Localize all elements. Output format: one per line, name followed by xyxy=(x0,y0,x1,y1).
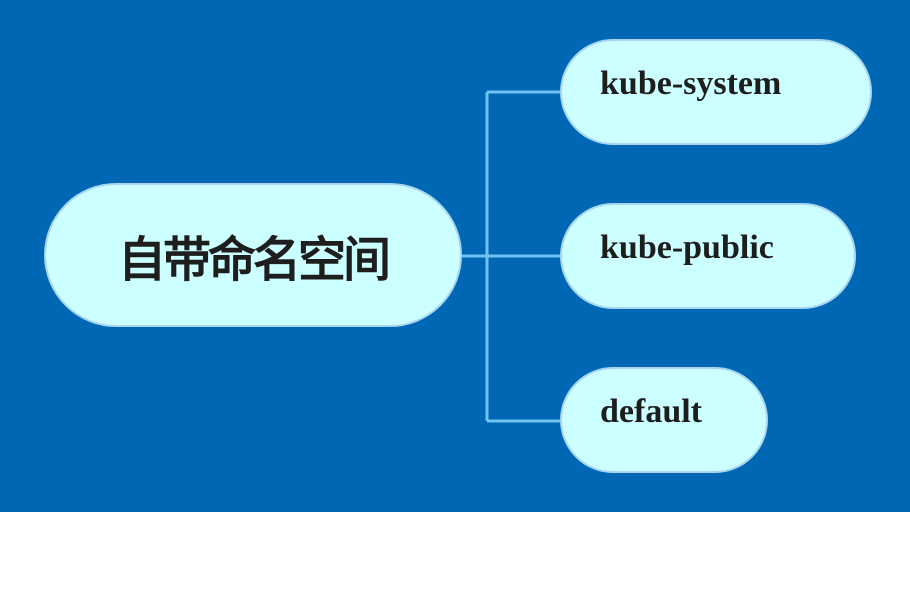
child-node-kube-system[interactable]: kube-system xyxy=(560,39,872,145)
child-node-label: kube-system xyxy=(600,65,782,102)
root-node-builtin-namespaces[interactable]: 自带命名空间 xyxy=(44,183,462,327)
connector-lines xyxy=(462,90,560,423)
child-node-label: default xyxy=(600,393,702,430)
child-node-label: kube-public xyxy=(600,229,774,266)
child-node-kube-public[interactable]: kube-public xyxy=(560,203,856,309)
child-node-default[interactable]: default xyxy=(560,367,768,473)
mindmap-canvas: 自带命名空间 kube-system kube-public default xyxy=(0,0,910,512)
root-node-label: 自带命名空间 xyxy=(117,232,391,288)
